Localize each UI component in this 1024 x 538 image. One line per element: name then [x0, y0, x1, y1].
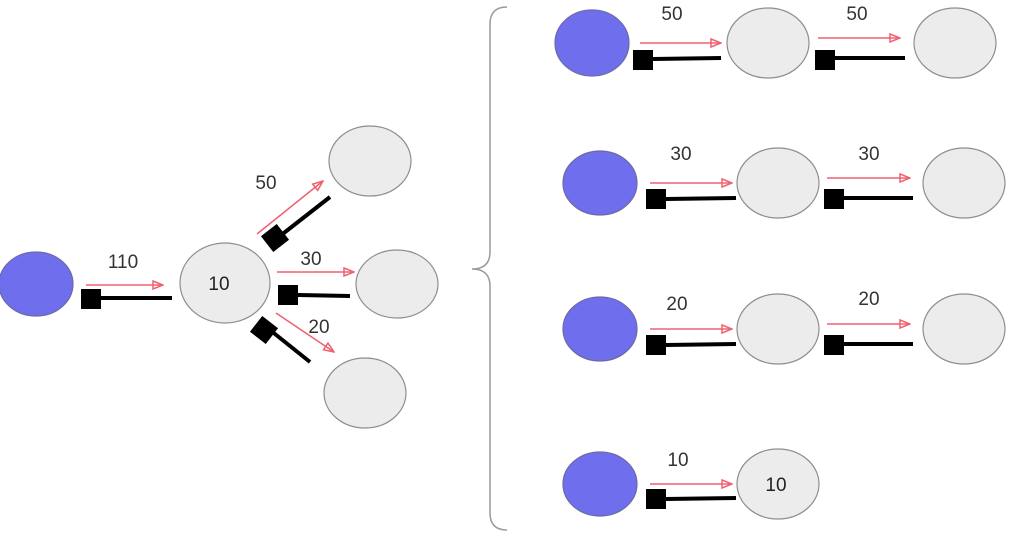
valve-handle — [278, 195, 332, 238]
intermediate-node — [736, 147, 820, 219]
valve-handle — [665, 496, 737, 501]
flow-label: 10 — [667, 450, 688, 471]
row-4: 10 10 — [562, 448, 820, 520]
flow-arrow — [275, 312, 334, 352]
end-node — [913, 7, 997, 79]
flow-label: 20 — [666, 294, 687, 315]
flow-label: 30 — [670, 144, 691, 165]
source-node — [0, 251, 74, 317]
flow-label: 20 — [858, 289, 879, 310]
valve-handle — [268, 328, 312, 364]
valve-block — [249, 315, 279, 345]
end-node-label: 10 — [765, 475, 786, 496]
valve-block — [81, 289, 101, 309]
valve-handle — [665, 342, 737, 347]
valve-block — [278, 285, 298, 305]
flow-label-branch-top: 50 — [255, 173, 276, 194]
valve-block — [646, 335, 666, 355]
branch-node-top — [328, 125, 412, 197]
source-node — [562, 150, 638, 216]
end-node — [922, 293, 1006, 365]
source-node — [554, 9, 630, 77]
flow-label-branch-middle: 30 — [300, 249, 321, 270]
row-2: 30 30 — [562, 144, 1006, 219]
valve-handle — [297, 293, 351, 298]
source-node — [562, 451, 638, 517]
left-diagram: 110 10 50 30 20 — [0, 125, 439, 429]
curly-brace — [471, 6, 508, 531]
valve-block — [824, 335, 844, 355]
flow-label-input: 110 — [108, 252, 138, 273]
source-node — [562, 296, 638, 362]
flow-label: 50 — [661, 4, 682, 25]
branch-node-middle — [355, 249, 439, 319]
valve-block — [646, 189, 666, 209]
center-node — [179, 242, 271, 324]
row-3: 20 20 — [562, 289, 1006, 365]
flow-label: 50 — [846, 4, 867, 25]
intermediate-node — [726, 7, 810, 79]
valve-block — [633, 50, 653, 70]
end-node — [922, 147, 1006, 219]
flow-label: 30 — [858, 144, 879, 165]
intermediate-node — [736, 293, 820, 365]
valve-block — [646, 489, 666, 509]
row-1: 50 50 — [554, 4, 997, 79]
flow-arrow — [256, 181, 323, 235]
valve-handle — [652, 56, 722, 61]
flow-label-branch-bottom: 20 — [308, 317, 329, 338]
valve-block — [815, 50, 835, 70]
end-node — [736, 448, 820, 520]
center-node-label: 10 — [208, 274, 229, 295]
valve-block — [824, 189, 844, 209]
branch-node-bottom — [323, 357, 407, 429]
valve-handle — [665, 196, 737, 201]
valve-block — [260, 223, 290, 253]
